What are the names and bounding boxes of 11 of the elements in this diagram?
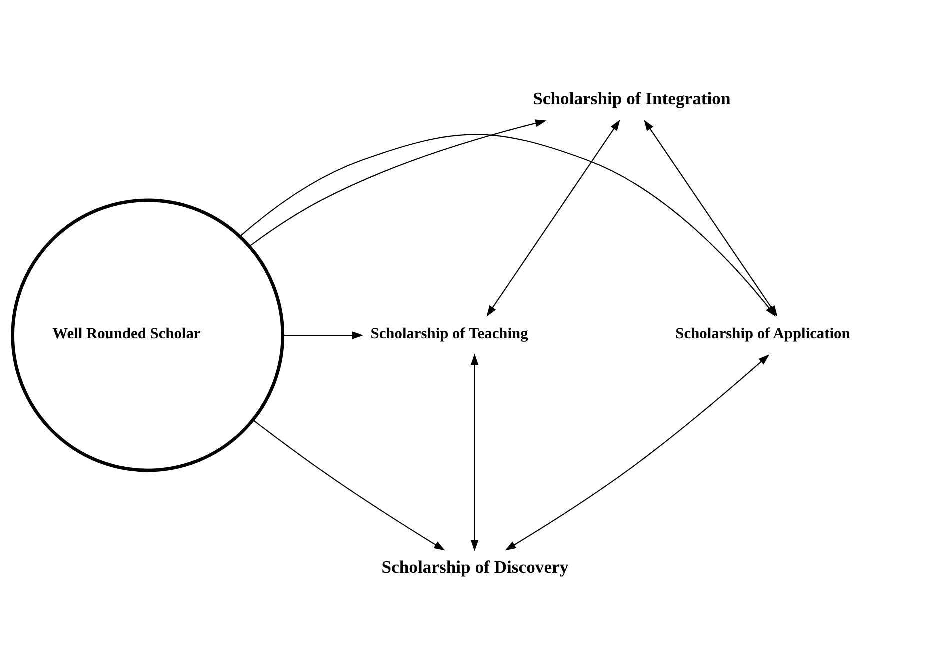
node-circle: Well Rounded Scholar: [11, 198, 285, 472]
arrow: [470, 354, 479, 552]
arrow: [486, 120, 620, 317]
node-text: Scholarship of Application: [676, 325, 850, 342]
arrow: [505, 354, 770, 551]
arrow: [250, 120, 547, 247]
node-text: Scholarship of Discovery: [382, 556, 569, 577]
node-text: Scholarship of Teaching: [370, 325, 528, 342]
node-text: Scholarship of Integration: [533, 88, 731, 108]
arrow: [253, 420, 446, 551]
arrow: [283, 332, 364, 340]
